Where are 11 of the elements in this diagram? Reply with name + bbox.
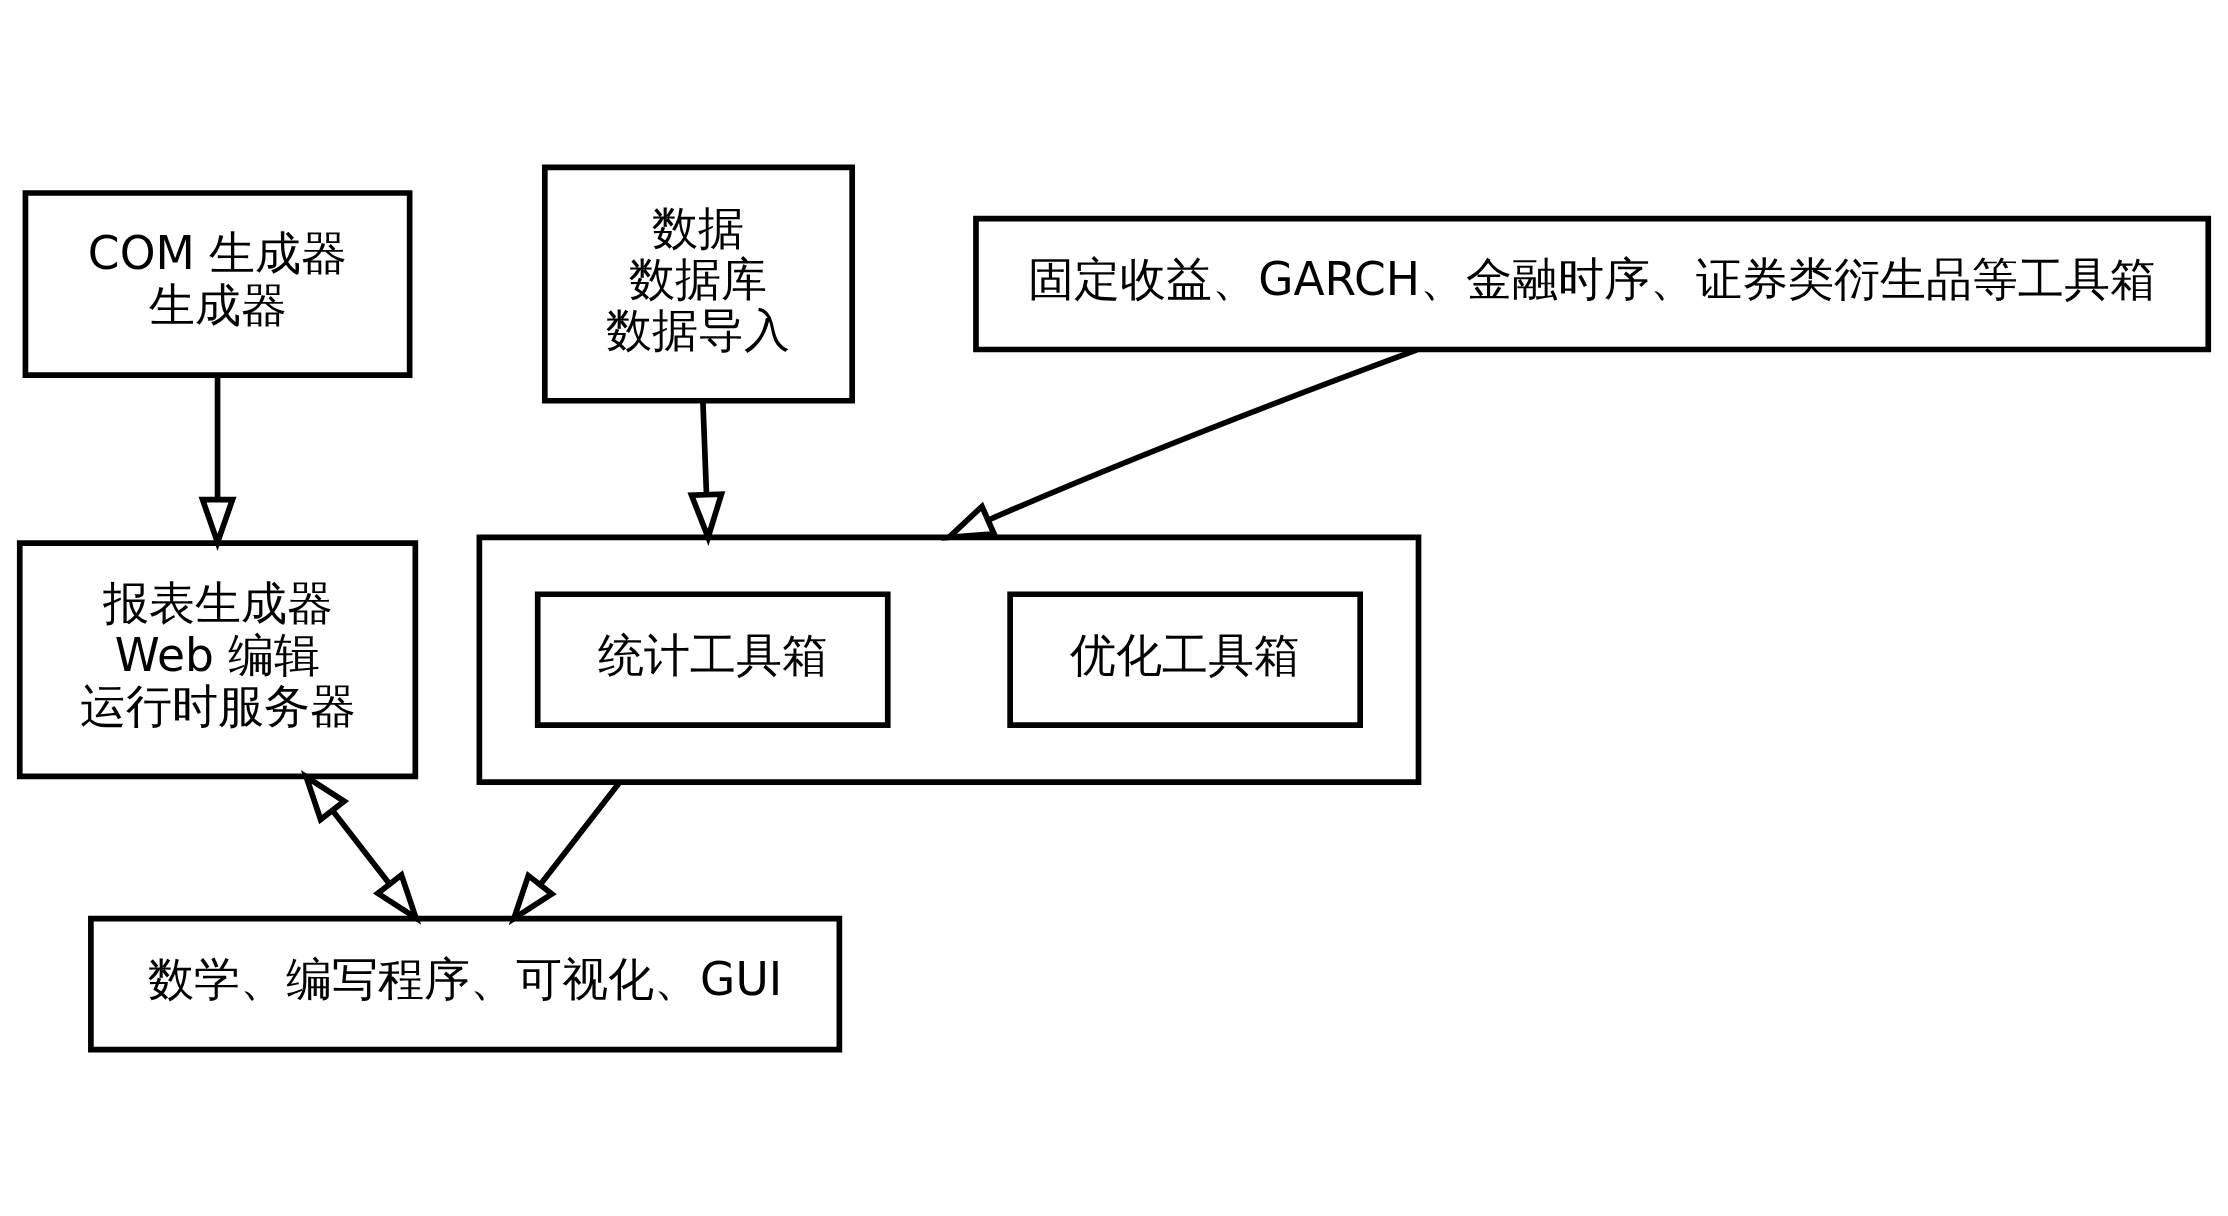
- node-box: 固定收益、GARCH、金融时序、证券类衍生品等工具箱: [973, 215, 2212, 352]
- node-box: 数据 数据库 数据导入: [541, 164, 856, 404]
- arrow: [687, 400, 726, 546]
- cluster: [476, 534, 1422, 785]
- node-box: 优化工具箱: [1007, 590, 1363, 728]
- node-box: COM 生成器 生成器: [22, 189, 413, 378]
- node-box: 统计工具箱: [534, 590, 891, 728]
- arrow: [198, 375, 237, 551]
- node-box: 数学、编写程序、可视化、GUI: [88, 915, 843, 1052]
- node-box: 报表生成器 Web 编辑 运行时服务器: [16, 539, 419, 779]
- arrow: [300, 769, 422, 925]
